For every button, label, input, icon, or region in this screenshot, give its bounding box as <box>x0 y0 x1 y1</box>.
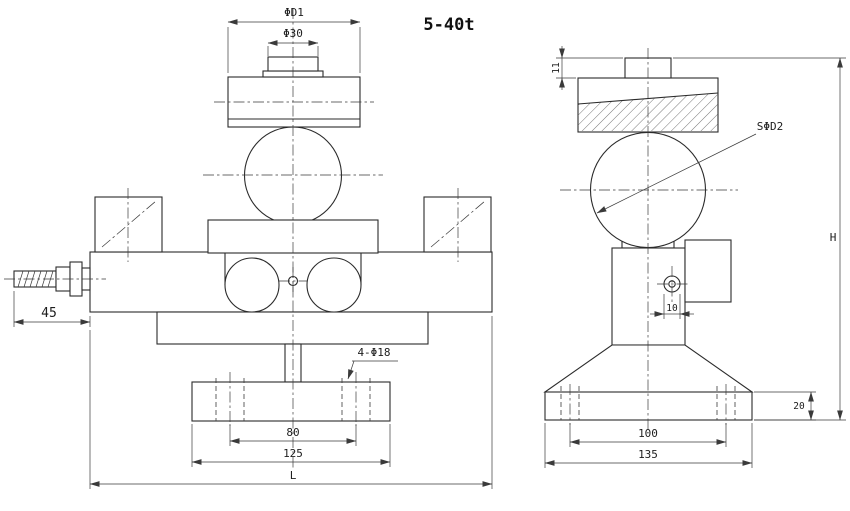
side-view: 11 SΦD2 10 H 20 <box>543 46 846 468</box>
dimension-20: 20 <box>754 391 816 421</box>
front-body-geometry <box>13 56 493 422</box>
side-centerlines <box>560 48 738 432</box>
dim-label-100: 100 <box>638 427 658 440</box>
dim-label-45: 45 <box>41 306 57 321</box>
capacity-title: 5-40t <box>423 15 474 35</box>
dimension-d1: ΦD1 <box>227 6 361 73</box>
dim-label-H: H <box>830 231 837 244</box>
dim-label-sd2: SΦD2 <box>757 120 784 133</box>
base-plate <box>191 381 391 422</box>
foot-flare <box>543 344 754 393</box>
dimension-holes: 4-Φ18 <box>347 346 398 380</box>
dimension-11: 11 <box>551 46 623 90</box>
dim-label-135: 135 <box>638 448 658 461</box>
dimension-sd2: SΦD2 <box>596 120 784 214</box>
rocker-lobe-right <box>306 257 362 313</box>
dimension-L: L <box>89 316 493 489</box>
dim-label-20: 20 <box>793 401 805 412</box>
front-centerlines <box>4 8 486 468</box>
dimension-100: 100 <box>569 423 727 447</box>
dim-label-80: 80 <box>286 426 299 439</box>
ear-right-diagonal <box>430 200 486 248</box>
rocker-lobe-left <box>224 257 280 313</box>
column <box>611 247 686 346</box>
lower-plate <box>156 311 429 345</box>
dim-label-holes: 4-Φ18 <box>357 346 390 359</box>
dim-label-d1: ΦD1 <box>284 6 304 19</box>
side-body-geometry <box>543 57 754 421</box>
base-plate-side <box>544 391 753 421</box>
section-break-line <box>577 92 719 105</box>
dim-label-d30: Φ30 <box>283 27 303 40</box>
dim-label-11: 11 <box>551 62 562 74</box>
dimension-135: 135 <box>544 423 753 468</box>
ear-left-diagonal <box>101 200 157 248</box>
dim-label-125: 125 <box>283 447 303 460</box>
front-view: ΦD1 Φ30 45 4-Φ18 80 12 <box>4 6 493 489</box>
dim-label-10: 10 <box>666 303 678 314</box>
dim-label-L: L <box>290 469 297 482</box>
dimension-125: 125 <box>191 424 391 467</box>
ear-block-side <box>684 239 732 303</box>
dimension-45: 45 <box>13 291 91 327</box>
dimension-d30: Φ30 <box>267 27 319 56</box>
dimension-80: 80 <box>229 424 357 446</box>
dimension-10: 10 <box>650 294 694 319</box>
